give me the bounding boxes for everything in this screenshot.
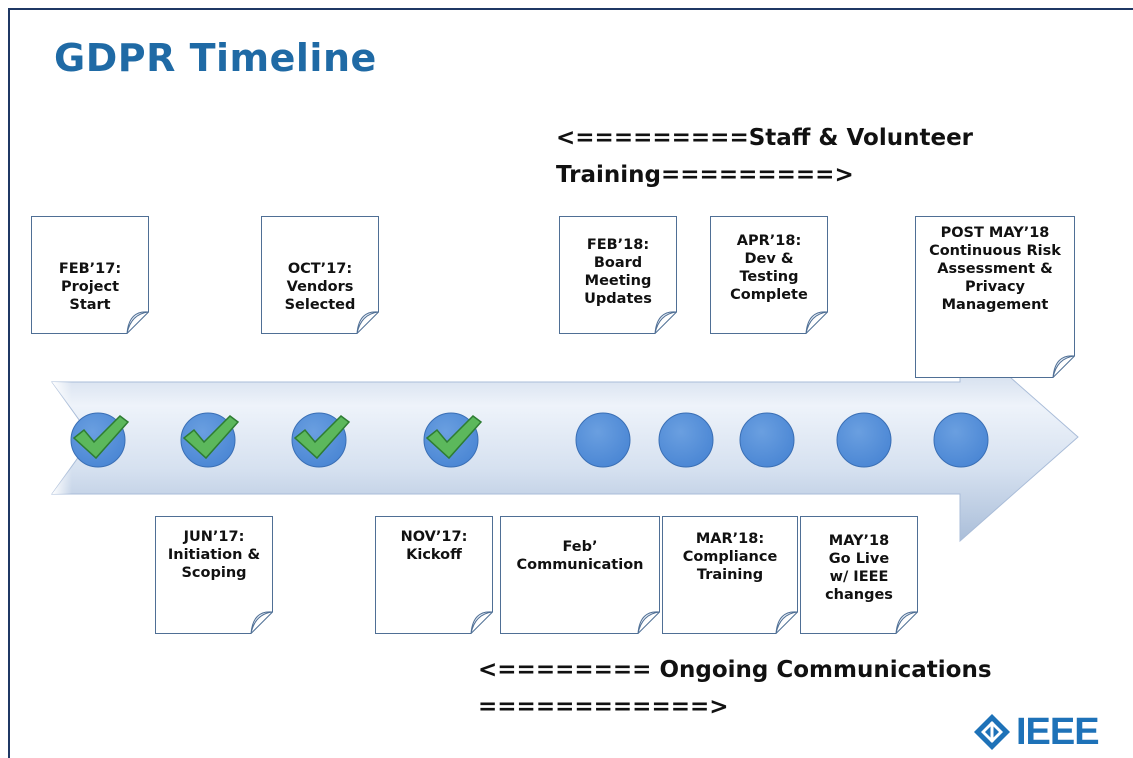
milestone-pending [834, 408, 898, 472]
milestone-note-text: FEB’17: Project Start [58, 261, 122, 313]
ieee-diamond-icon [974, 714, 1010, 750]
milestone-note-below: JUN’17: Initiation & Scoping [155, 516, 273, 634]
milestone-note-above: APR’18: Dev & Testing Complete [710, 216, 828, 334]
milestone-note-text: POST MAY’18 Continuous Risk Assessment &… [929, 225, 1061, 313]
milestone-note-text: FEB’18: Board Meeting Updates [584, 237, 652, 307]
ieee-logo-text: IEEE [1016, 710, 1100, 753]
ongoing-communications-banner-line2: ============> [478, 694, 729, 720]
milestone-note-below: Feb’ Communication [500, 516, 660, 634]
milestone-note-below: MAR’18: Compliance Training [662, 516, 798, 634]
checkmark-icon [293, 415, 351, 460]
milestone-complete [289, 408, 353, 472]
slide-title: GDPR Timeline [54, 36, 377, 80]
checkmark-icon [425, 415, 483, 460]
milestone-pending [931, 408, 995, 472]
milestone-note-text: OCT’17: Vendors Selected [284, 261, 356, 313]
milestone-note-text: MAR’18: Compliance Training [682, 531, 778, 583]
staff-training-banner-line1: <=========Staff & Volunteer [556, 125, 974, 151]
ieee-logo: IEEE [972, 710, 1100, 753]
staff-training-banner: <=========Staff & Volunteer Training====… [556, 120, 973, 194]
milestone-pending [737, 408, 801, 472]
milestone-pending [573, 408, 637, 472]
milestone-note-text: MAY’18 Go Live w/ IEEE changes [825, 533, 893, 603]
staff-training-banner-line2: Training=========> [556, 162, 854, 188]
checkmark-icon [182, 415, 240, 460]
milestone-complete [421, 408, 485, 472]
ongoing-communications-banner-line1: <======== Ongoing Communications [478, 657, 992, 683]
milestone-complete [68, 408, 132, 472]
milestone-note-text: APR’18: Dev & Testing Complete [730, 233, 808, 303]
milestone-pending [656, 408, 720, 472]
milestone-note-above: FEB’17: Project Start [31, 216, 149, 334]
slide-frame [8, 8, 1133, 758]
milestone-complete [178, 408, 242, 472]
checkmark-icon [72, 415, 130, 460]
milestone-note-above: POST MAY’18 Continuous Risk Assessment &… [915, 216, 1075, 378]
ongoing-communications-banner: <======== Ongoing Communications =======… [478, 652, 992, 726]
milestone-note-above: FEB’18: Board Meeting Updates [559, 216, 677, 334]
milestone-note-text: NOV’17: Kickoff [400, 529, 468, 563]
milestone-note-below: NOV’17: Kickoff [375, 516, 493, 634]
milestone-note-text: JUN’17: Initiation & Scoping [167, 529, 261, 581]
milestone-note-above: OCT’17: Vendors Selected [261, 216, 379, 334]
milestone-note-text: Feb’ Communication [516, 539, 644, 573]
milestone-note-below: MAY’18 Go Live w/ IEEE changes [800, 516, 918, 634]
